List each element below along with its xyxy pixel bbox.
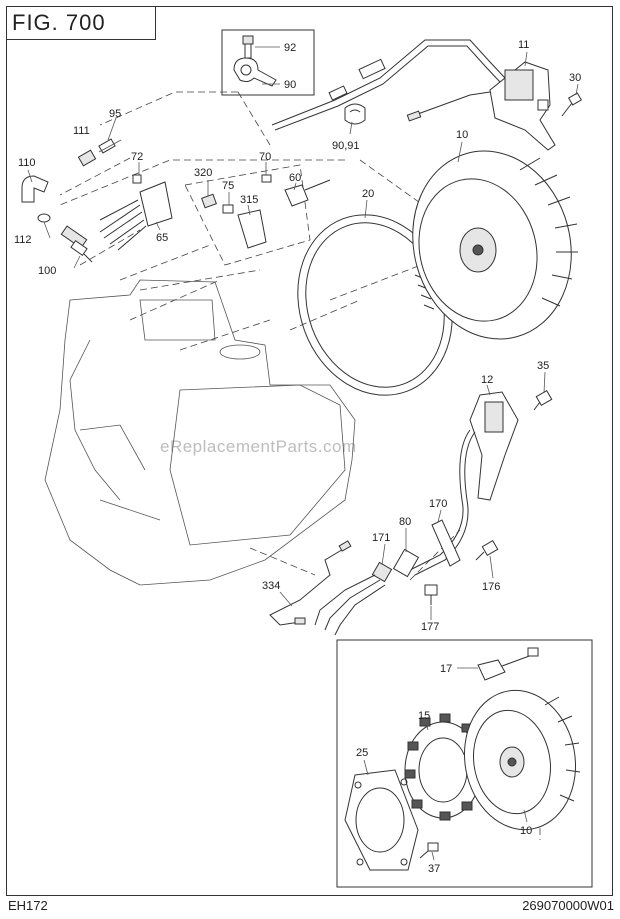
part-80-connector xyxy=(392,548,420,578)
callout-37: 37 xyxy=(428,863,440,875)
part-334-wire-harness xyxy=(269,540,386,636)
part-171-band xyxy=(371,561,393,583)
part-111-plug-cap xyxy=(77,149,97,167)
part-90-clamp xyxy=(233,57,277,87)
callout-11: 11 xyxy=(518,39,529,51)
callout-177: 177 xyxy=(421,621,439,633)
callout-90-91: 90,91 xyxy=(332,140,360,152)
part-35-screw xyxy=(533,389,553,411)
callout-labels: 92 90 11 30 95 111 90,91 10 110 72 320 7… xyxy=(14,39,581,875)
callout-17: 17 xyxy=(440,663,452,675)
callout-170: 170 xyxy=(429,498,447,510)
part-11-ignition-coil xyxy=(489,61,556,151)
part-70-screw xyxy=(261,174,272,183)
callout-80: 80 xyxy=(399,516,411,528)
callout-35: 35 xyxy=(537,360,549,372)
callout-20: 20 xyxy=(362,188,374,200)
callout-25: 25 xyxy=(356,747,368,759)
callout-315: 315 xyxy=(240,194,258,206)
inset-box-alternator xyxy=(336,639,593,888)
part-30-screw xyxy=(561,92,583,117)
callout-60: 60 xyxy=(289,172,301,184)
callout-65: 65 xyxy=(156,232,168,244)
part-65-control-unit xyxy=(99,181,173,251)
part-92-bolt xyxy=(242,35,254,59)
diagram-frame xyxy=(6,6,613,896)
part-11-ignition-coil-cable xyxy=(271,39,506,131)
part-10-flywheel-alt xyxy=(463,689,581,831)
callout-112: 112 xyxy=(14,234,32,246)
engine-block-outline xyxy=(44,279,356,586)
callout-111: 111 xyxy=(73,125,90,137)
callout-10-lower: 10 xyxy=(520,825,532,837)
callout-320: 320 xyxy=(194,167,212,179)
callout-12: 12 xyxy=(481,374,493,386)
drawing-number: 269070000W01 xyxy=(522,898,614,913)
callout-72: 72 xyxy=(131,151,143,163)
figure-title: FIG. 700 xyxy=(6,6,156,40)
model-code: EH172 xyxy=(8,898,48,913)
part-10-flywheel xyxy=(412,150,578,340)
part-110-plug-cover xyxy=(21,175,49,203)
part-320-bushing xyxy=(201,193,217,209)
watermark: eReplacementParts.com xyxy=(160,437,357,456)
part-100-spark-plug xyxy=(60,225,93,263)
callout-10: 10 xyxy=(456,129,468,141)
part-177-screw xyxy=(424,584,438,605)
part-90-91-clip xyxy=(344,103,366,125)
part-75-screw xyxy=(222,204,234,214)
part-25-mounting-plate xyxy=(344,769,419,871)
callout-110: 110 xyxy=(18,157,36,169)
part-60-sensor xyxy=(284,179,331,207)
callout-90: 90 xyxy=(284,79,296,91)
part-72-screw xyxy=(132,174,142,184)
part-176-screw xyxy=(475,539,499,561)
callout-92: 92 xyxy=(284,42,296,54)
callout-30: 30 xyxy=(569,72,581,84)
callout-171: 171 xyxy=(372,532,390,544)
part-112-washer xyxy=(37,213,51,223)
part-170-clamp xyxy=(431,519,461,567)
leader-lines xyxy=(27,51,579,861)
callout-15: 15 xyxy=(418,710,430,722)
part-37-screw xyxy=(419,842,439,859)
callout-100: 100 xyxy=(38,265,56,277)
part-315-bracket xyxy=(237,209,267,249)
callout-176: 176 xyxy=(482,581,500,593)
callout-95: 95 xyxy=(109,108,121,120)
inset-box-92-90 xyxy=(221,29,315,96)
callout-75: 75 xyxy=(222,180,234,192)
part-17-sensor xyxy=(477,647,539,681)
callout-334: 334 xyxy=(262,580,280,592)
callout-70: 70 xyxy=(259,151,271,163)
part-12-charge-coil xyxy=(409,391,519,576)
